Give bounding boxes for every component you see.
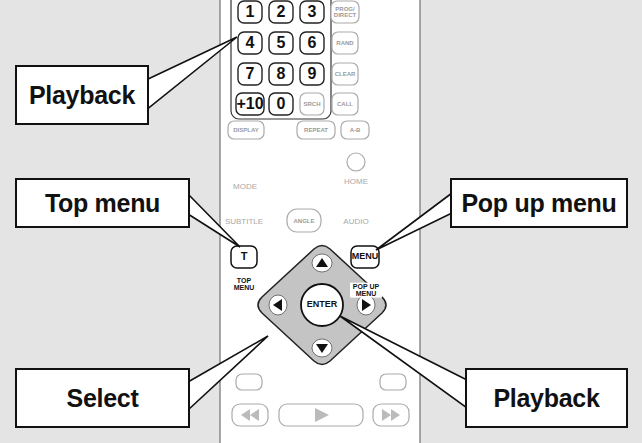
keypad-frame bbox=[231, 0, 331, 119]
callout-box: Select bbox=[15, 368, 190, 428]
callout-label: Top menu bbox=[45, 189, 160, 218]
button bbox=[331, 1, 359, 23]
arrow-key bbox=[312, 339, 332, 357]
button-label: SRCH bbox=[301, 101, 323, 107]
button bbox=[287, 209, 321, 232]
callout-pointers bbox=[146, 37, 467, 410]
top-menu-button bbox=[231, 246, 257, 268]
button bbox=[332, 63, 358, 85]
button-label: RAND bbox=[333, 40, 357, 46]
button-label: CALL bbox=[333, 101, 357, 107]
button-label: DISPLAY bbox=[229, 127, 263, 133]
grey-buttons bbox=[228, 1, 409, 426]
key-label: 8 bbox=[269, 66, 293, 83]
button bbox=[238, 63, 262, 85]
button bbox=[341, 121, 369, 139]
key-label: 5 bbox=[269, 35, 293, 52]
arrow-key bbox=[312, 254, 332, 272]
arrow-key bbox=[269, 295, 287, 315]
callout-label: Playback bbox=[29, 81, 135, 110]
button-label: TOP MENU bbox=[229, 277, 259, 292]
button bbox=[300, 63, 324, 85]
button-label: T bbox=[232, 251, 256, 263]
play-symbol bbox=[315, 408, 329, 422]
button-label: REPEAT bbox=[298, 127, 334, 133]
callout-pointer bbox=[146, 37, 237, 110]
button bbox=[332, 93, 358, 115]
button bbox=[380, 374, 406, 390]
button bbox=[269, 32, 293, 54]
key-label: 0 bbox=[269, 96, 293, 113]
key-label: 2 bbox=[269, 4, 293, 21]
up-arrow bbox=[316, 258, 328, 267]
forward-symbol bbox=[382, 409, 400, 421]
button bbox=[373, 404, 409, 426]
transport-symbols bbox=[241, 408, 400, 422]
arrow-symbols bbox=[273, 258, 371, 353]
callout-pointer bbox=[376, 193, 452, 250]
down-arrow bbox=[316, 344, 328, 353]
left-arrow bbox=[273, 299, 282, 311]
button bbox=[228, 121, 264, 139]
button bbox=[236, 374, 262, 390]
right-arrow bbox=[362, 299, 371, 311]
button bbox=[269, 1, 293, 23]
button bbox=[236, 93, 264, 115]
menu-button bbox=[351, 246, 379, 268]
key-label: 4 bbox=[238, 35, 262, 52]
callout-box: Pop up menu bbox=[450, 178, 628, 228]
key-label: +10 bbox=[236, 96, 264, 113]
callout-label: Select bbox=[67, 384, 139, 413]
button bbox=[279, 404, 363, 426]
callout-label: Pop up menu bbox=[461, 189, 616, 218]
button-label: A-B bbox=[342, 127, 368, 133]
button-label: ANGLE bbox=[288, 218, 320, 224]
button-label: POP UP MENU bbox=[350, 283, 382, 298]
key-label: 9 bbox=[300, 66, 324, 83]
button bbox=[300, 93, 324, 115]
callout-box: Top menu bbox=[15, 178, 190, 228]
callout-box: Playback bbox=[465, 368, 628, 428]
button-label: PROG/ DIRECT bbox=[332, 6, 358, 19]
button bbox=[269, 93, 293, 115]
button-label: CLEAR bbox=[333, 71, 357, 77]
button bbox=[297, 121, 335, 139]
digit-buttons bbox=[236, 1, 324, 115]
enter-button bbox=[301, 284, 343, 326]
callout-pointer bbox=[340, 316, 467, 408]
key-label: 7 bbox=[238, 66, 262, 83]
arrow-key bbox=[357, 295, 375, 315]
function-label: MODE bbox=[225, 183, 265, 191]
rewind-symbol bbox=[241, 409, 259, 421]
home-button bbox=[347, 153, 365, 171]
function-label: HOME bbox=[336, 178, 376, 186]
function-label: SUBTITLE bbox=[222, 218, 266, 226]
button bbox=[300, 1, 324, 23]
callout-label: Playback bbox=[493, 384, 599, 413]
remote-body bbox=[220, 0, 420, 443]
button bbox=[232, 404, 268, 426]
arrow-key-pads bbox=[269, 254, 375, 357]
callout-pointer bbox=[188, 336, 268, 410]
button bbox=[269, 63, 293, 85]
button bbox=[300, 32, 324, 54]
button-label: MENU bbox=[351, 252, 379, 261]
direction-pad bbox=[258, 246, 386, 365]
button bbox=[238, 1, 262, 23]
callout-box: Playback bbox=[15, 65, 149, 125]
key-label: 6 bbox=[300, 35, 324, 52]
button-label: ENTER bbox=[304, 300, 340, 309]
button bbox=[332, 32, 358, 54]
function-label: AUDIO bbox=[336, 218, 376, 226]
button bbox=[238, 32, 262, 54]
key-label: 3 bbox=[300, 4, 324, 21]
key-label: 1 bbox=[238, 4, 262, 21]
